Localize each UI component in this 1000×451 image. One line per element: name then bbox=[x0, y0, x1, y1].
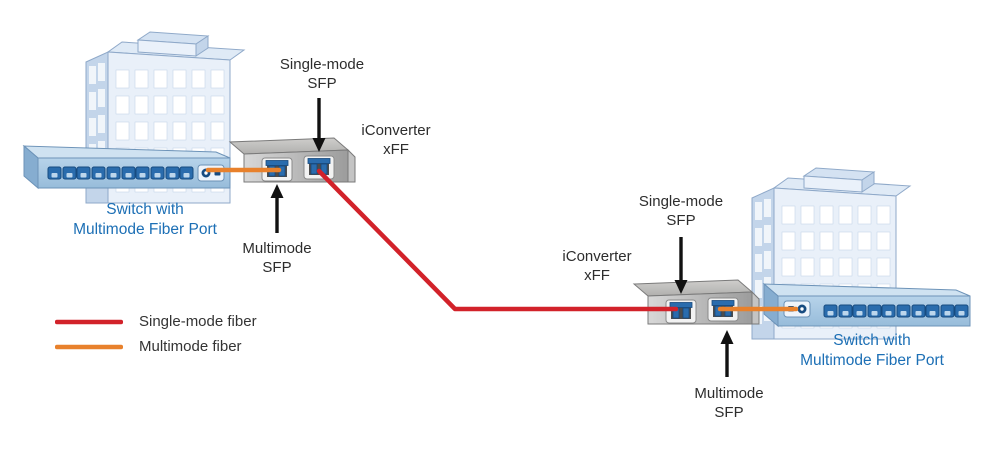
label-line: iConverter bbox=[562, 248, 632, 265]
legend-label: Multimode fiber bbox=[139, 338, 242, 355]
sfp-port-singlemode-icon bbox=[303, 155, 335, 180]
legend-item-single-mode: Single-mode fiber bbox=[55, 309, 257, 334]
label-line: Multimode bbox=[242, 240, 312, 257]
label-line: Multimode bbox=[694, 385, 764, 402]
single-mode-fiber-line bbox=[316, 168, 679, 312]
arrow-up-multimode-sfp-2-icon bbox=[720, 330, 734, 377]
media-converter-2-icon bbox=[632, 279, 760, 325]
single-mode-fiber-swatch-icon bbox=[55, 319, 123, 324]
arrow-down-singlemode-sfp-2-icon bbox=[674, 237, 688, 294]
label-line: Switch with bbox=[106, 201, 184, 218]
label-line: Multimode Fiber Port bbox=[800, 352, 944, 369]
arrow-down-singlemode-sfp-1-icon bbox=[312, 98, 326, 152]
fiber-port-icon bbox=[197, 164, 225, 182]
multimode-fiber-swatch-icon bbox=[55, 344, 123, 349]
label-singlemode-sfp-2: Single-mode SFP bbox=[639, 192, 723, 230]
label-line: Multimode Fiber Port bbox=[73, 221, 217, 238]
arrow-up-multimode-sfp-1-icon bbox=[270, 184, 284, 233]
label-iconverter-2: iConverter xFF bbox=[562, 247, 631, 285]
annotation-arrows bbox=[270, 98, 734, 377]
label-line: SFP bbox=[307, 75, 337, 92]
label-multimode-sfp-1: Multimode SFP bbox=[242, 239, 311, 277]
legend: Single-mode fiber Multimode fiber bbox=[55, 309, 257, 359]
label-line: xFF bbox=[584, 267, 610, 284]
label-switch-left: Switch with Multimode Fiber Port bbox=[73, 200, 217, 240]
legend-label: Single-mode fiber bbox=[139, 313, 257, 330]
label-line: Switch with bbox=[833, 332, 911, 349]
switch-left-icon bbox=[22, 144, 231, 190]
label-line: xFF bbox=[383, 141, 409, 158]
label-line: SFP bbox=[714, 404, 744, 421]
switch-right-icon bbox=[762, 282, 971, 328]
sfp-port-singlemode-icon bbox=[665, 299, 697, 324]
label-line: iConverter bbox=[361, 122, 431, 139]
label-line: SFP bbox=[262, 259, 292, 276]
label-multimode-sfp-2: Multimode SFP bbox=[694, 384, 763, 422]
media-converter-1-icon bbox=[228, 137, 356, 183]
label-switch-right: Switch with Multimode Fiber Port bbox=[800, 331, 944, 371]
legend-item-multimode: Multimode fiber bbox=[55, 334, 257, 359]
label-iconverter-1: iConverter xFF bbox=[361, 121, 430, 159]
label-line: SFP bbox=[666, 212, 696, 229]
label-line: Single-mode bbox=[279, 56, 365, 73]
label-singlemode-sfp-1: Single-mode SFP bbox=[280, 55, 364, 93]
label-line: Single-mode bbox=[638, 193, 724, 210]
